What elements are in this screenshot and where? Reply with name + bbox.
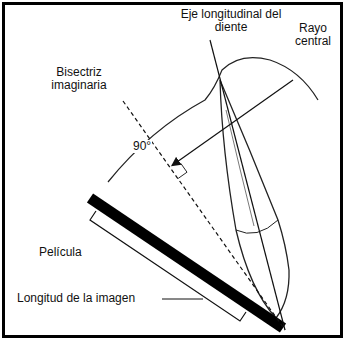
ray-label: Rayo central	[288, 22, 338, 48]
right-angle-mark	[178, 163, 187, 178]
bisector-line	[123, 101, 285, 330]
bisector-label: Bisectriz imaginaria	[38, 66, 120, 92]
pulp-canal	[226, 110, 254, 226]
tooth-axis	[210, 40, 285, 330]
central-ray	[172, 80, 293, 166]
film-label: Película	[38, 246, 83, 259]
angle-label: 90°	[132, 140, 152, 153]
axis-label: Eje longitudinal del diente	[178, 8, 284, 34]
tooth-outline	[220, 80, 289, 318]
length-label: Longitud de la imagen	[16, 292, 136, 305]
film	[90, 198, 283, 328]
leader-line	[162, 299, 203, 300]
bone-outline	[108, 58, 318, 182]
